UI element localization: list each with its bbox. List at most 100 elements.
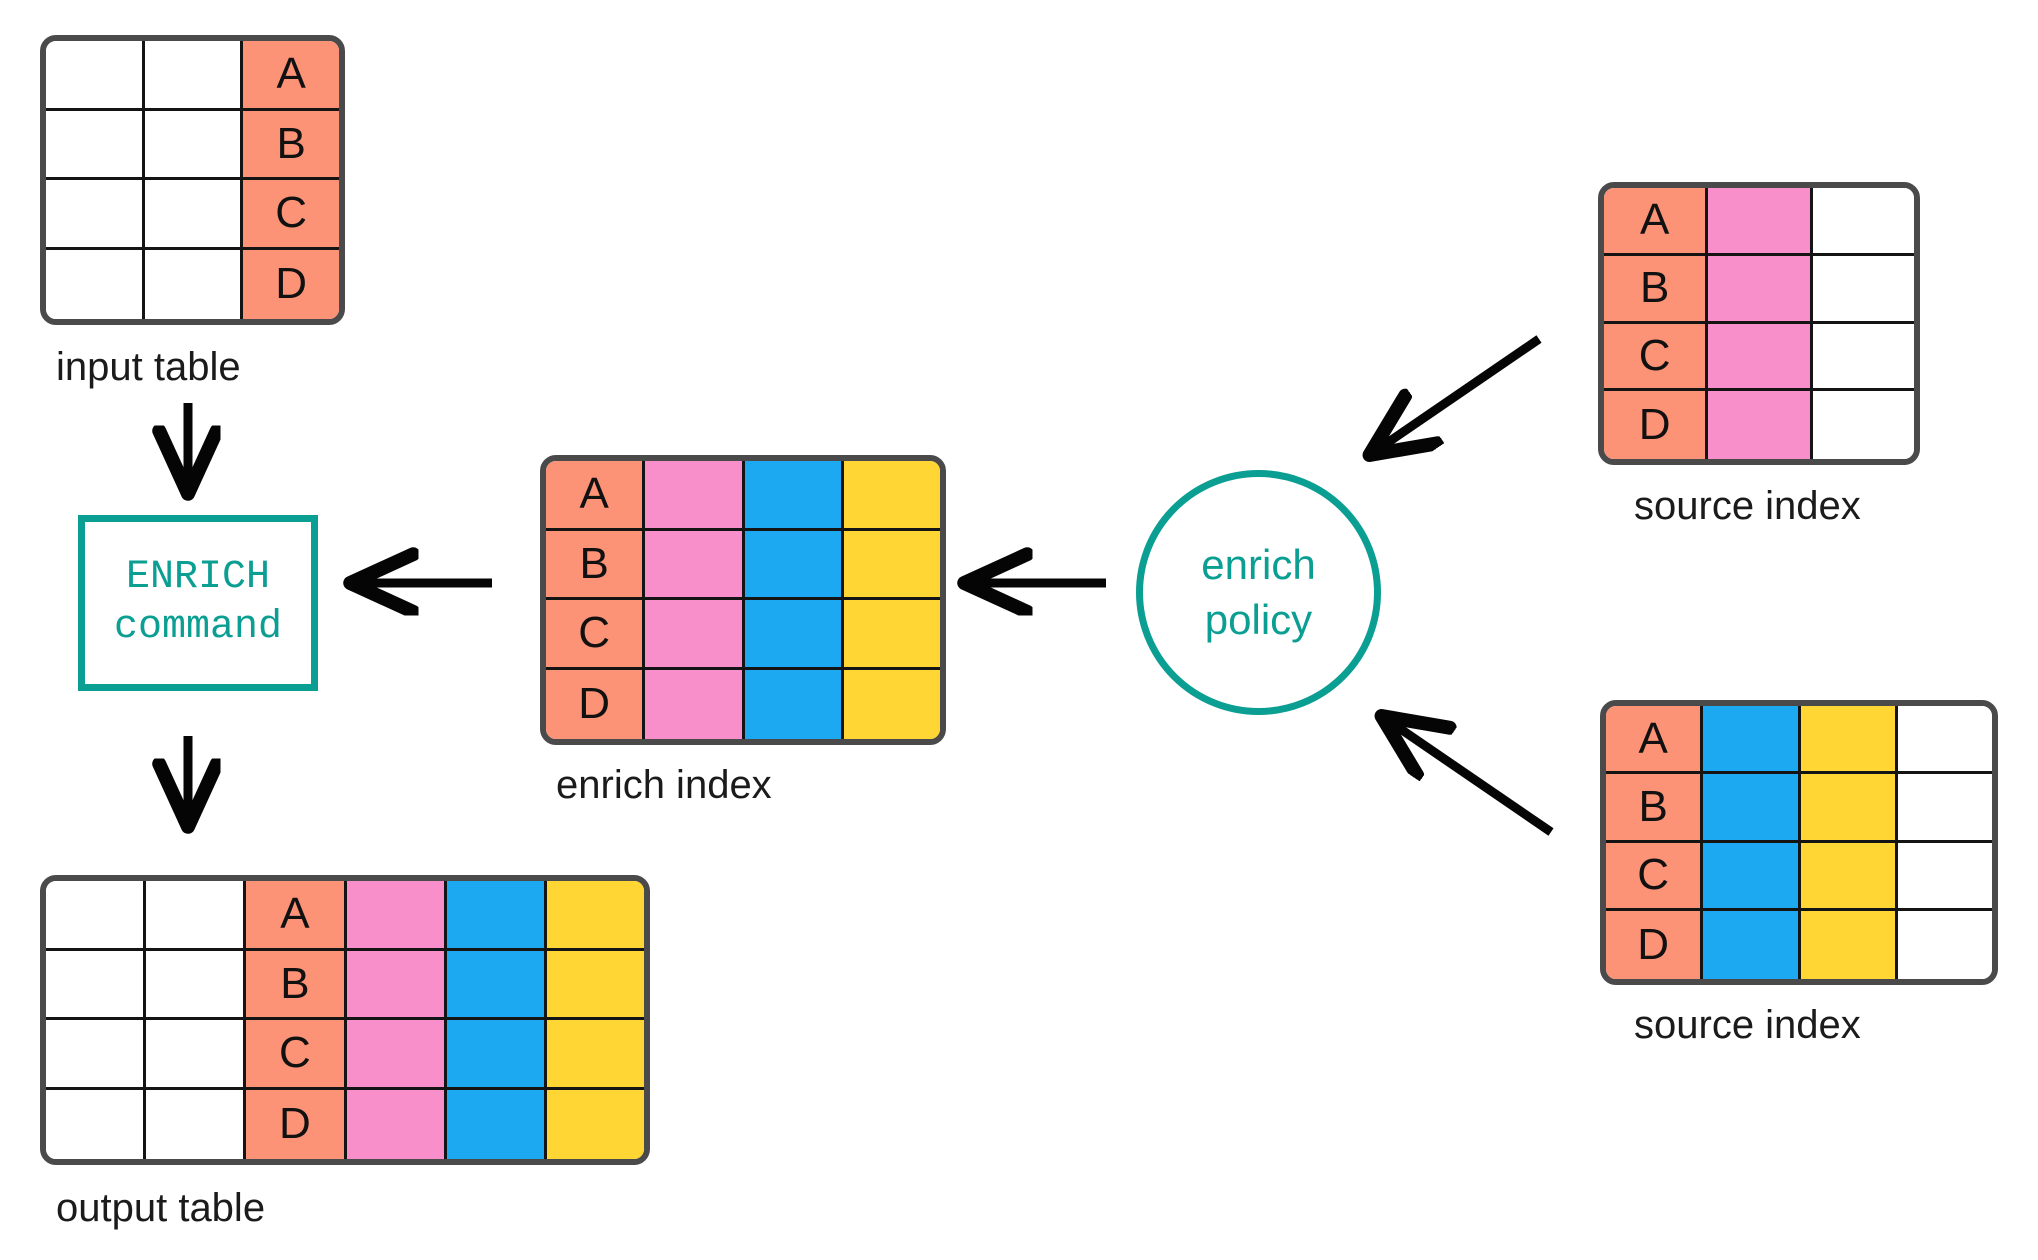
table-row: B [1606, 774, 1992, 843]
table-row: D [1606, 910, 1992, 979]
table-cell [1897, 910, 1992, 979]
input-table-caption: input table [56, 345, 241, 389]
table-cell: A [246, 881, 347, 951]
table-cell [1708, 188, 1813, 256]
table-cell: C [246, 1020, 347, 1090]
table-cell [546, 1020, 644, 1090]
table-cell [1897, 706, 1992, 775]
table-cell [744, 530, 844, 600]
table-cell [1800, 842, 1898, 911]
table-cell: C [1606, 842, 1704, 911]
arrow-source-index-top-to-policy [1371, 335, 1542, 454]
table-cell [1800, 910, 1898, 979]
table-cell [1812, 188, 1914, 256]
table-cell [546, 950, 644, 1020]
table-row: A [1606, 706, 1992, 775]
source-index-bottom-caption: source index [1634, 1003, 1861, 1047]
table-cell [1812, 391, 1914, 459]
source-index-top-caption: source index [1634, 484, 1861, 528]
table-row: A [46, 881, 644, 951]
output-table-caption: output table [56, 1186, 266, 1230]
table-cell [46, 41, 145, 111]
table-row: B [46, 110, 339, 180]
table-cell [843, 530, 940, 600]
table-row: C [46, 180, 339, 250]
table-cell [1703, 706, 1801, 775]
table-cell: A [1604, 188, 1709, 256]
table-cell: D [546, 669, 646, 739]
arrow-source-index-bottom-to-policy [1383, 717, 1554, 836]
table-cell: A [243, 41, 339, 111]
table-cell [144, 41, 244, 111]
table-cell [46, 110, 145, 180]
table-cell [645, 461, 745, 531]
table-row: D [46, 249, 339, 319]
table-cell [645, 669, 745, 739]
table-cell [1812, 255, 1914, 324]
table-cell: B [546, 530, 646, 600]
table-cell [1708, 391, 1813, 459]
table-cell [46, 1020, 147, 1090]
enrich-command-box[interactable]: ENRICH command [78, 515, 318, 691]
table-cell [146, 950, 247, 1020]
table-cell: D [1604, 391, 1709, 459]
table-row: D [546, 669, 940, 739]
table-cell [546, 1089, 644, 1159]
table-cell [346, 1089, 447, 1159]
table-cell [446, 1020, 547, 1090]
table-cell: D [243, 249, 339, 319]
table-cell [744, 461, 844, 531]
table-cell [46, 249, 145, 319]
table-cell [144, 110, 244, 180]
table-cell [1703, 910, 1801, 979]
table-cell [446, 1089, 547, 1159]
table-row: C [1604, 323, 1914, 392]
table-cell [146, 1089, 247, 1159]
table-cell [1708, 255, 1813, 324]
table-cell [1897, 842, 1992, 911]
table-cell [346, 950, 447, 1020]
table-cell [744, 669, 844, 739]
table-cell: C [243, 180, 339, 250]
table-cell [1812, 323, 1914, 392]
table-cell [144, 249, 244, 319]
table-cell [144, 180, 244, 250]
table-row: C [546, 600, 940, 670]
table-row: A [546, 461, 940, 531]
table-cell: C [1604, 323, 1709, 392]
table-cell [46, 1089, 147, 1159]
table-cell: D [1606, 910, 1704, 979]
table-cell [346, 881, 447, 951]
table-cell [346, 1020, 447, 1090]
table-cell: A [546, 461, 646, 531]
table-cell: B [246, 950, 347, 1020]
enrich-policy-line2: policy [1204, 595, 1313, 643]
table-row: A [1604, 188, 1914, 256]
table-cell: A [1606, 706, 1704, 775]
table-cell [46, 950, 147, 1020]
table-cell [843, 669, 940, 739]
table-cell [446, 950, 547, 1020]
table-cell [645, 530, 745, 600]
enrich-policy-line1: enrich [1201, 540, 1316, 588]
table-cell: B [243, 110, 339, 180]
table-cell [146, 1020, 247, 1090]
table-row: A [46, 41, 339, 111]
table-cell [46, 881, 147, 951]
table-cell [843, 461, 940, 531]
table-cell [46, 180, 145, 250]
table-row: B [546, 530, 940, 600]
table-cell [1708, 323, 1813, 392]
enrich-policy-circle[interactable]: enrich policy [1136, 470, 1381, 715]
enrich-index-caption: enrich index [556, 763, 772, 807]
table-row: D [46, 1089, 644, 1159]
table-cell [1703, 842, 1801, 911]
table-cell [1800, 774, 1898, 843]
table-row: B [46, 950, 644, 1020]
table-row: C [1606, 842, 1992, 911]
table-cell: B [1604, 255, 1709, 324]
table-cell: D [246, 1089, 347, 1159]
